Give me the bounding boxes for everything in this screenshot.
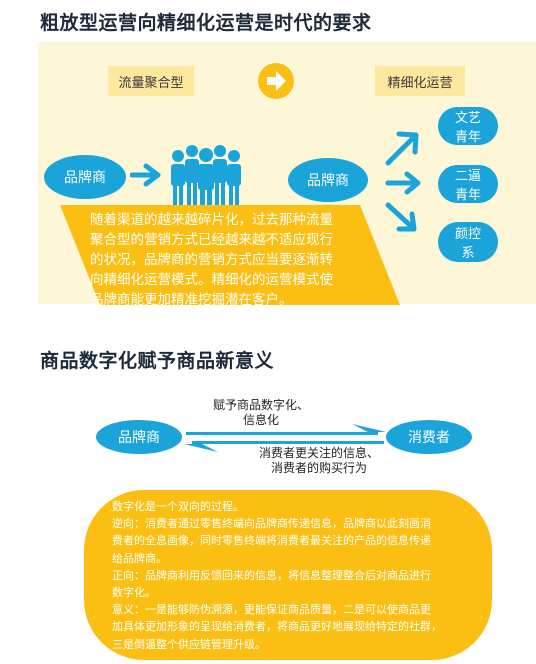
- panel-line: 给品牌商。: [112, 551, 167, 565]
- target-oval-1-line1: 文艺: [454, 111, 481, 126]
- bidirectional-arrows-icon: [182, 420, 388, 460]
- description-line: 向精细化运营模式。精细化的运营模式使: [90, 272, 333, 288]
- label-traffic-aggregation: 流量聚合型: [108, 66, 194, 96]
- top-caption: 赋予商品数字化、 信息化: [196, 398, 326, 428]
- right-arrow-icon: [258, 63, 294, 99]
- top-caption-line2: 信息化: [242, 413, 279, 427]
- panel-line: 意义：一是能够防伪溯源，更能保证商品质量，二是可以使商品更: [112, 603, 431, 617]
- crowd-icon: [164, 143, 248, 217]
- target-oval-2: 二逼青年: [438, 165, 498, 203]
- target-oval-3-line2: 系: [461, 246, 475, 261]
- section1-title: 粗放型运营向精细化运营是时代的要求: [40, 12, 372, 34]
- target-oval-2-line2: 青年: [454, 188, 481, 203]
- bottom-caption-line2: 消费者的购买行为: [270, 461, 367, 475]
- panel-line: 正向：品牌商利用反馈回来的信息，将信息整理整合后对商品进行: [112, 568, 431, 582]
- panel-line: 数字化。: [112, 586, 156, 600]
- section2-title: 商品数字化赋予商品新意义: [40, 350, 275, 372]
- target-oval-1-line2: 青年: [454, 130, 481, 145]
- panel-line: 加具体更加形象的呈现给消费者，将商品更好地展现给特定的社群，: [112, 620, 442, 634]
- brand-oval-section2: 品牌商: [96, 420, 182, 454]
- target-oval-2-line1: 二逼: [454, 169, 481, 184]
- panel-line: 费者的全息画像，同时零售终端将消费者最关注的产品的信息传递: [112, 534, 431, 548]
- description-line: 聚合型的营销方式已经越来越不适应现行: [90, 232, 333, 248]
- description-line: 随着渠道的越来越碎片化，过去那种流量: [90, 212, 333, 228]
- target-oval-1: 文艺青年: [438, 107, 498, 145]
- bottom-caption: 消费者更关注的信息、 消费者的购买行为: [254, 446, 384, 476]
- top-caption-line1: 赋予商品数字化、: [212, 398, 309, 412]
- target-oval-3: 颜控系: [438, 222, 498, 262]
- panel-line: 逆向：消费者通过零售终端向品牌商传递信息，品牌商以此刻画消: [112, 517, 431, 531]
- consumer-oval: 消费者: [386, 420, 472, 454]
- brand-oval-left: 品牌商: [44, 155, 126, 199]
- description-box: 随着渠道的越来越碎片化，过去那种流量 聚合型的营销方式已经越来越不适应现行 的状…: [60, 205, 400, 308]
- digitization-panel: 数字化是一个双向的过程。 逆向：消费者通过零售终端向品牌商传递信息，品牌商以此刻…: [84, 490, 492, 660]
- panel-line: 三是倒逼整个供应链管理升级。: [112, 637, 266, 651]
- brand-oval-right: 品牌商: [288, 158, 368, 202]
- branch-arrows-icon: [372, 115, 432, 249]
- description-line: 的状况，品牌商的营销方式应当要逐渐转: [90, 252, 333, 268]
- arrow-right-icon: [129, 163, 166, 191]
- description-line: 品牌商能更加精准挖掘潜在客户。: [90, 292, 293, 308]
- target-oval-3-line1: 颜控: [454, 227, 481, 242]
- bottom-caption-line1: 消费者更关注的信息、: [258, 446, 379, 460]
- label-fine-operation: 精细化运营: [375, 66, 465, 96]
- panel-line: 数字化是一个双向的过程。: [112, 500, 244, 513]
